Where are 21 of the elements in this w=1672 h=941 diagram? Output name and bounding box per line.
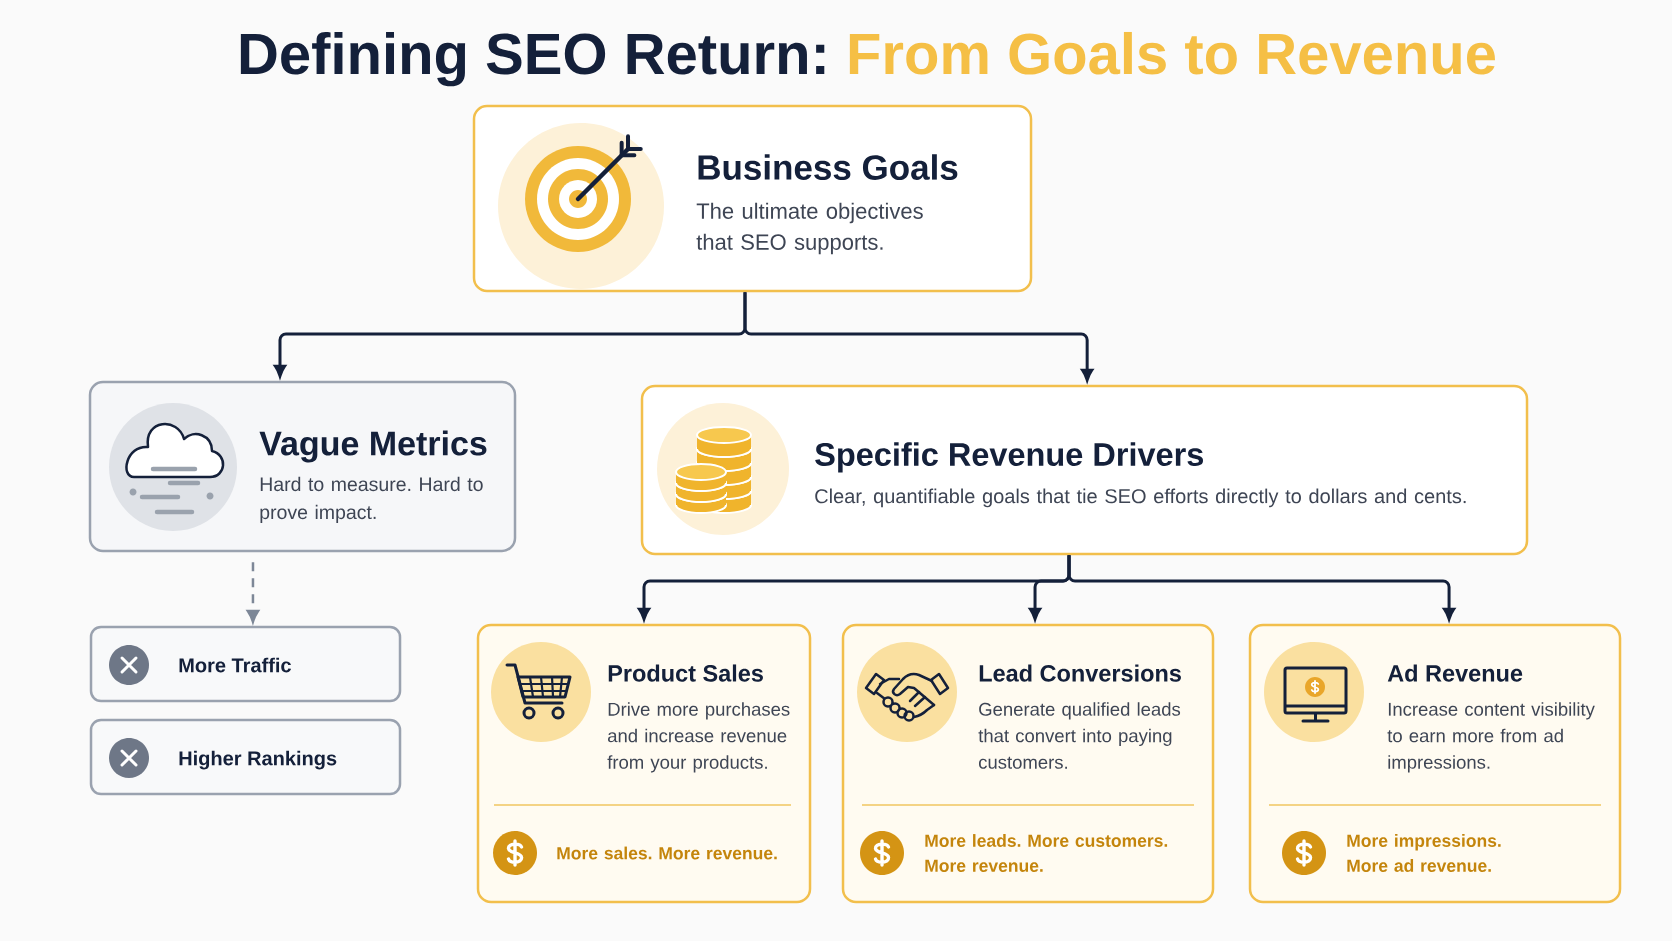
- metric-box: Higher Rankings: [89, 718, 402, 796]
- card-heading: Lead Conversions: [979, 664, 1181, 682]
- outcome-text: More leads. More customers. More revenue.: [925, 834, 1168, 872]
- card-description: Drive more purchases and increase revenue from your products.: [607, 702, 790, 773]
- card-heading: Ad Revenue: [1387, 664, 1523, 682]
- card-heading: Business Goals: [698, 154, 958, 180]
- card-heading: Product Sales: [608, 664, 763, 682]
- card-heading: Specific Revenue Drivers: [815, 442, 1203, 473]
- dashed-arrow: [246, 562, 260, 623]
- card-description: Increase content visibility to earn more from ad impressions.: [1387, 702, 1595, 773]
- arrow: [743, 292, 1094, 382]
- title: Defining SEO Return: From Goals to Revenue: [240, 31, 1495, 87]
- card-description: Hard to measure. Hard to prove impact.: [260, 476, 483, 523]
- metric-box: More Traffic: [89, 625, 402, 703]
- card-description: The ultimate objectives that SEO supports.: [696, 202, 923, 255]
- card-description: Clear, quantifiable goals that tie SEO efforts directly to dollars and cents.: [815, 488, 1466, 508]
- arrow: [1067, 555, 1456, 621]
- card-heading: Vague Metrics: [259, 430, 487, 463]
- card-description: Generate qualified leads that convert into paying customers.: [978, 702, 1181, 769]
- outcome-text: More impressions. More ad revenue.: [1347, 834, 1501, 872]
- outcome-text: More sales. More revenue.: [557, 846, 777, 860]
